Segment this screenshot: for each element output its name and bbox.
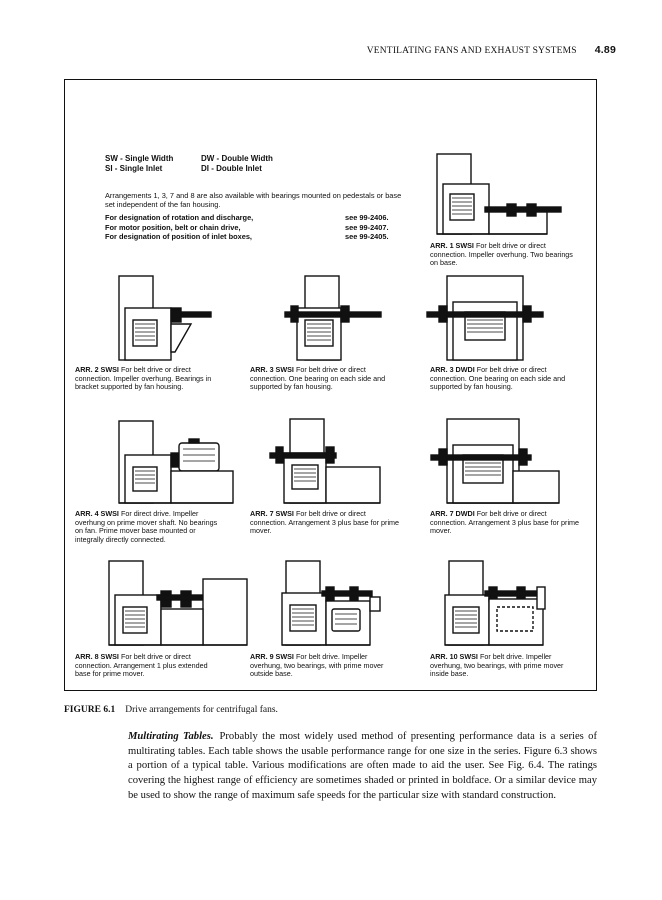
run-in-heading: Multirating Tables.	[128, 731, 214, 742]
fan-drawing-arr3-dwdi	[426, 275, 544, 361]
legend-dw: DW - Double Width	[201, 154, 273, 163]
fan-drawing-arr1-swsi	[436, 153, 562, 235]
arrangements-note: Arrangements 1, 3, 7 and 8 are also avai…	[105, 191, 402, 210]
fan-drawing-arr10-swsi	[444, 560, 546, 646]
fan-drawing-arr8-swsi	[108, 560, 248, 646]
caption-arr2-swsi: ARR. 2 SWSI For belt drive or direct con…	[75, 365, 212, 392]
figure-box: SW - Single Width DW - Double Width SI - …	[64, 79, 597, 691]
caption-arr3-swsi: ARR. 3 SWSI For belt drive or direct con…	[250, 365, 386, 392]
legend-sw: SW - Single Width	[105, 154, 174, 163]
running-head: VENTILATING FANS AND EXHAUST SYSTEMS 4.8…	[200, 44, 616, 58]
arrangement-notes: Arrangements 1, 3, 7 and 8 are also avai…	[105, 191, 405, 241]
caption-arr4-swsi: ARR. 4 SWSI For direct drive. Impeller o…	[75, 509, 218, 544]
figure-caption: FIGURE 6.1 Drive arrangements for centrif…	[64, 705, 278, 715]
figure-caption-text: Drive arrangements for centrifugal fans.	[125, 705, 278, 715]
abbreviation-legend: SW - Single Width DW - Double Width SI - …	[105, 154, 273, 174]
fan-drawing-arr4-swsi	[118, 420, 234, 504]
designation-row: For motor position, belt or chain drive,…	[105, 222, 389, 232]
page-number: 4.89	[594, 44, 616, 56]
legend-si: SI - Single Inlet	[105, 164, 163, 173]
running-head-title: VENTILATING FANS AND EXHAUST SYSTEMS	[366, 46, 577, 56]
caption-arr9-swsi: ARR. 9 SWSI For belt drive. Impeller ove…	[250, 652, 384, 679]
caption-arr10-swsi: ARR. 10 SWSI For belt drive. Impeller ov…	[430, 652, 564, 679]
fan-drawing-arr7-swsi	[269, 418, 381, 504]
caption-arr1-swsi: ARR. 1 SWSI For belt drive or direct con…	[430, 241, 573, 268]
fan-drawing-arr7-dwdi	[430, 418, 560, 504]
designation-row: For designation of rotation and discharg…	[105, 213, 389, 223]
fan-drawing-arr2-swsi	[118, 275, 212, 361]
caption-arr7-swsi: ARR. 7 SWSI For belt drive or direct con…	[250, 509, 400, 536]
figure-number: FIGURE 6.1	[64, 705, 116, 715]
fan-drawing-arr3-swsi	[284, 275, 382, 361]
legend-di: DI - Double Inlet	[201, 164, 262, 173]
caption-arr7-dwdi: ARR. 7 DWDI For belt drive or direct con…	[430, 509, 580, 536]
fan-drawing-arr9-swsi	[281, 560, 381, 646]
body-paragraph: Multirating Tables.Probably the most wid…	[128, 730, 597, 804]
designation-row: For designation of position of inlet box…	[105, 231, 389, 241]
body-text: Probably the most widely used method of …	[128, 731, 597, 801]
caption-arr3-dwdi: ARR. 3 DWDI For belt drive or direct con…	[430, 365, 566, 392]
caption-arr8-swsi: ARR. 8 SWSI For belt drive or direct con…	[75, 652, 208, 679]
